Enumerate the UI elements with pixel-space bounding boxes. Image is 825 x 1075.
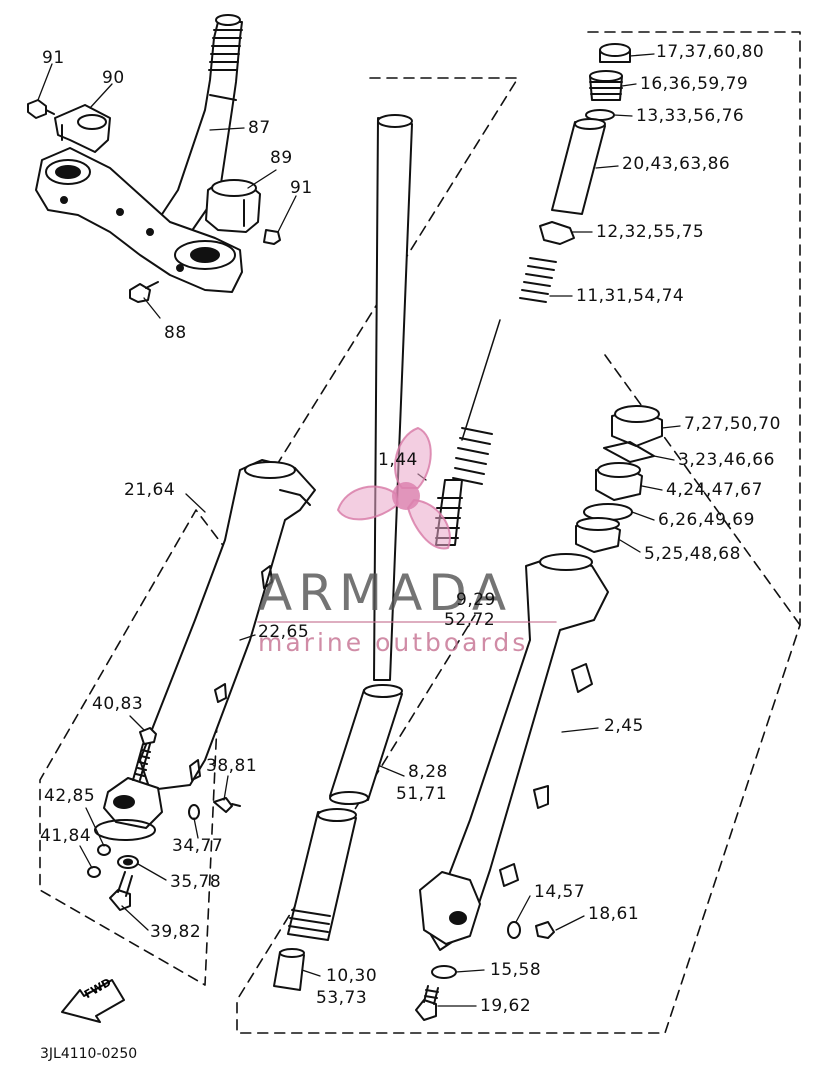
fork-spring-center [452,427,493,485]
propeller-hub [392,482,420,510]
oil-seal-4 [595,462,643,501]
watermark-propeller-logo [257,427,557,623]
fwd-arrow [61,979,125,1023]
callout-51-71: 51,71 [396,784,448,804]
callout-20-43-63-86: 20,43,63,86 [622,154,731,174]
callout-10-30: 10,30 [326,966,378,986]
callout-52-72: 52,72 [444,610,496,630]
callout-3-23-46-66: 3,23,46,66 [678,450,775,470]
callout-39-82: 39,82 [150,922,202,942]
watermark-subtitle: marine outboards [258,628,529,657]
spacer-20 [551,118,606,215]
washer-35-78 [117,855,139,869]
callout-91-upper: 91 [42,48,65,68]
callout-1-44: 1,44 [378,450,418,470]
callout-89: 89 [270,148,293,168]
callout-34-77: 34,77 [172,836,224,856]
callout-4-24-47-67: 4,24,47,67 [666,480,763,500]
bolt-18-61 [535,921,555,939]
nut-41-84 [87,866,101,878]
bolt-91-lower [263,229,281,245]
damper-rod [435,319,501,546]
callout-22-65: 22,65 [258,622,310,642]
callout-19-62: 19,62 [480,996,532,1016]
axle-holder-left [94,777,163,841]
callout-21-64: 21,64 [124,480,176,500]
callout-9-29: 9,29 [456,590,496,610]
lower-sleeve [287,808,357,941]
callout-53-73: 53,73 [316,988,368,1008]
bolt-40-83 [132,727,157,781]
cap-bolt-17 [599,43,631,63]
callout-6-26-49-69: 6,26,49,69 [658,510,755,530]
watermark-title: ARMADA [258,564,513,622]
callout-12-32-55-75: 12,32,55,75 [596,222,705,242]
drawing-code: 3JL4110-0250 [40,1046,138,1062]
axle-holder-right [419,871,481,945]
callout-11-31-54-74: 11,31,54,74 [576,286,685,306]
outer-tube-right [427,553,609,951]
washer-14-57 [507,921,521,939]
fork-spring-11 [519,257,557,303]
bushing-5 [575,517,621,553]
spring-seat-12 [539,221,575,245]
callout-16-36-59-79: 16,36,59,79 [640,74,749,94]
callout-38-81: 38,81 [206,756,258,776]
under-bracket [35,147,243,293]
oil-lock-piece-10-30 [273,948,305,991]
callout-15-58: 15,58 [490,960,542,980]
callout-2-45: 2,45 [604,716,644,736]
bolt-91-upper [27,99,55,119]
collar-89 [205,179,261,233]
clip-3 [603,441,655,463]
clamp-90 [54,104,111,153]
callout-14-57: 14,57 [534,882,586,902]
adjuster-16 [589,70,623,101]
dashed-group-outlines [39,31,801,1034]
callout-18-61: 18,61 [588,904,640,924]
callout-13-33-56-76: 13,33,56,76 [636,106,745,126]
dust-seal-7 [611,405,663,447]
leader-lines [37,53,681,1007]
washer-15-58 [431,965,457,979]
callout-8-28: 8,28 [408,762,448,782]
washer-34-77 [188,804,200,820]
callout-88: 88 [164,323,187,343]
bolt-39-82 [109,871,133,911]
callout-41-84: 41,84 [40,826,92,846]
callout-35-78: 35,78 [170,872,222,892]
propeller-blade-top [394,427,432,489]
callout-40-83: 40,83 [92,694,144,714]
bolt-88 [129,281,159,303]
callout-5-25-48-68: 5,25,48,68 [644,544,741,564]
callout-91-lower: 91 [290,178,313,198]
callout-17-37-60-80: 17,37,60,80 [656,42,765,62]
callout-87: 87 [248,118,271,138]
bolt-38-81 [213,797,241,813]
slide-tube-8-28 [329,684,403,805]
callout-42-85: 42,85 [44,786,96,806]
propeller-blade-right [407,499,451,550]
callout-7-27-50-70: 7,27,50,70 [684,414,781,434]
propeller-blade-left [337,485,399,521]
outer-tube-left [139,459,316,791]
callout-90: 90 [102,68,125,88]
bolt-19-62 [415,985,439,1021]
